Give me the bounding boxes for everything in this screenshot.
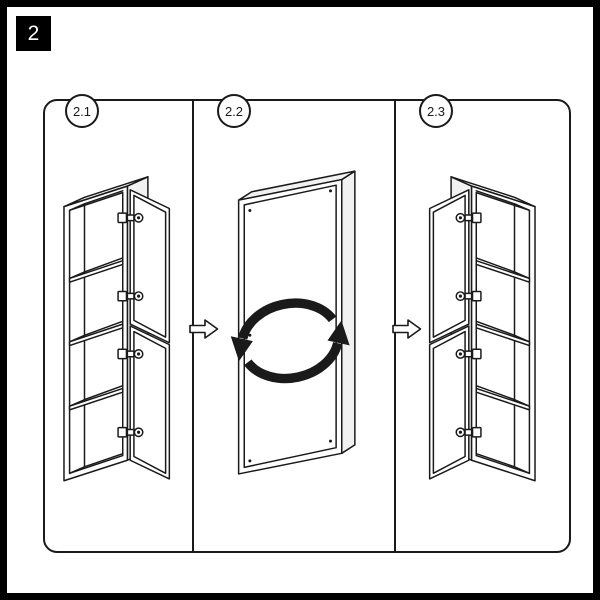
hinge-icon bbox=[117, 426, 144, 438]
mirrored-cabinet bbox=[428, 176, 536, 482]
cabinet-shelves bbox=[475, 257, 531, 411]
step-number-badge: 2 bbox=[16, 16, 51, 51]
cabinet-open-front-illustration bbox=[63, 176, 171, 482]
hinge-icon bbox=[455, 290, 482, 302]
substep-label: 2.1 bbox=[72, 103, 92, 119]
substep-label: 2.2 bbox=[224, 103, 244, 119]
hinge-icon bbox=[117, 348, 144, 360]
arrow-right-icon bbox=[189, 319, 219, 339]
substep-label: 2.3 bbox=[426, 103, 446, 119]
substep-badge-2-1: 2.1 bbox=[65, 94, 99, 128]
substep-badge-2-2: 2.2 bbox=[217, 94, 251, 128]
cabinet-doors-open bbox=[129, 189, 171, 480]
cabinet-open-front-mirrored-illustration bbox=[428, 176, 536, 482]
cabinet-back bbox=[237, 170, 356, 475]
hinge-icon bbox=[117, 290, 144, 302]
cabinet-shelves bbox=[68, 257, 124, 411]
cabinet-doors-open bbox=[428, 189, 470, 480]
hinge-icon bbox=[455, 348, 482, 360]
hinge-icon bbox=[117, 212, 144, 224]
hinge-icon bbox=[455, 426, 482, 438]
substep-badge-2-3: 2.3 bbox=[419, 94, 453, 128]
cabinet-back-rotate-illustration bbox=[230, 170, 356, 475]
hinge-icon bbox=[455, 212, 482, 224]
arrow-right-icon bbox=[392, 319, 422, 339]
step-number: 2 bbox=[27, 22, 40, 45]
rotate-icon bbox=[230, 298, 350, 384]
